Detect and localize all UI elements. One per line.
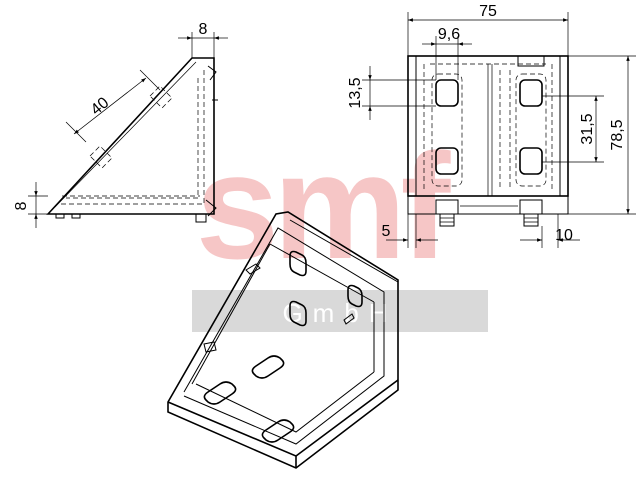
watermark-banner [192, 290, 488, 332]
dim-side-diagonal: 40 [88, 94, 113, 119]
dim-front-height: 78,5 [609, 119, 626, 150]
dim-front-slot-height: 13,5 [347, 77, 364, 108]
dim-front-slot-pitch: 31,5 [579, 113, 596, 144]
dim-side-left-thickness: 8 [13, 201, 30, 210]
dim-side-top-thickness: 8 [199, 21, 208, 38]
watermark: smf GmbH [192, 122, 488, 332]
dim-front-left-offset: 5 [382, 223, 391, 240]
dim-front-width: 75 [479, 3, 497, 20]
dim-front-slot-width: 9,6 [438, 26, 460, 43]
dim-front-right-offset: 10 [555, 227, 573, 244]
watermark-logo: smf [196, 122, 452, 290]
front-view: 75 9,6 13,5 31,5 78,5 5 10 [347, 3, 636, 248]
watermark-company: GmbH [282, 298, 397, 328]
isometric-view [167, 211, 399, 469]
